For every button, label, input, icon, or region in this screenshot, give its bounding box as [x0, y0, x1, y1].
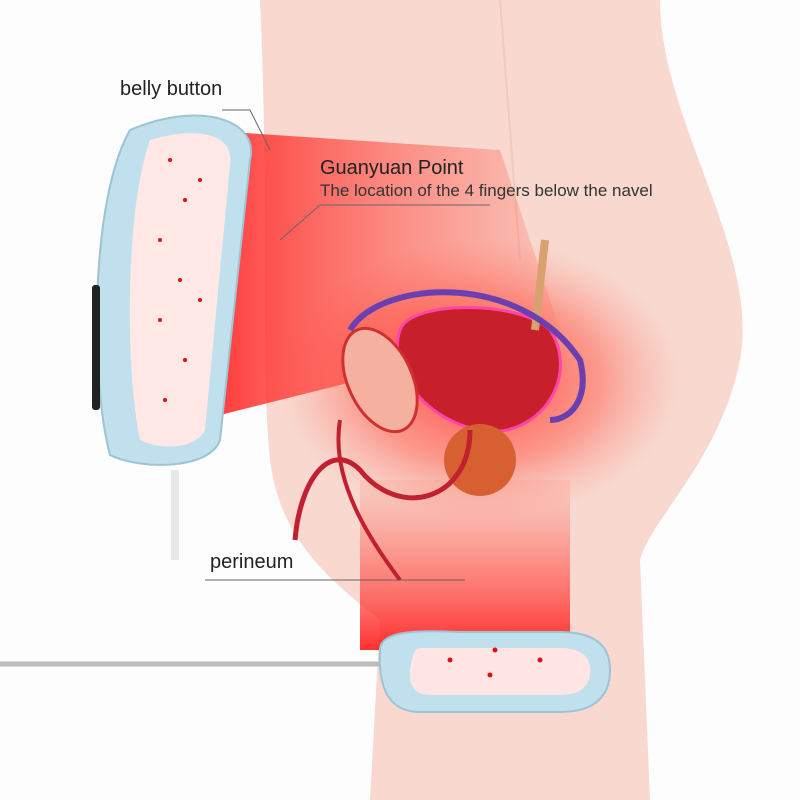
perineum-device: [0, 630, 612, 713]
abdomen-device: [92, 114, 253, 560]
perineum-beam: [360, 480, 570, 650]
guanyuan-point-label: Guanyuan Point: [320, 157, 464, 179]
prostate: [444, 424, 516, 496]
belly-button-label: belly button: [120, 78, 223, 100]
perineum-label: perineum: [210, 551, 294, 573]
guanyuan-point-description: The location of the 4 fingers below the …: [320, 181, 653, 200]
